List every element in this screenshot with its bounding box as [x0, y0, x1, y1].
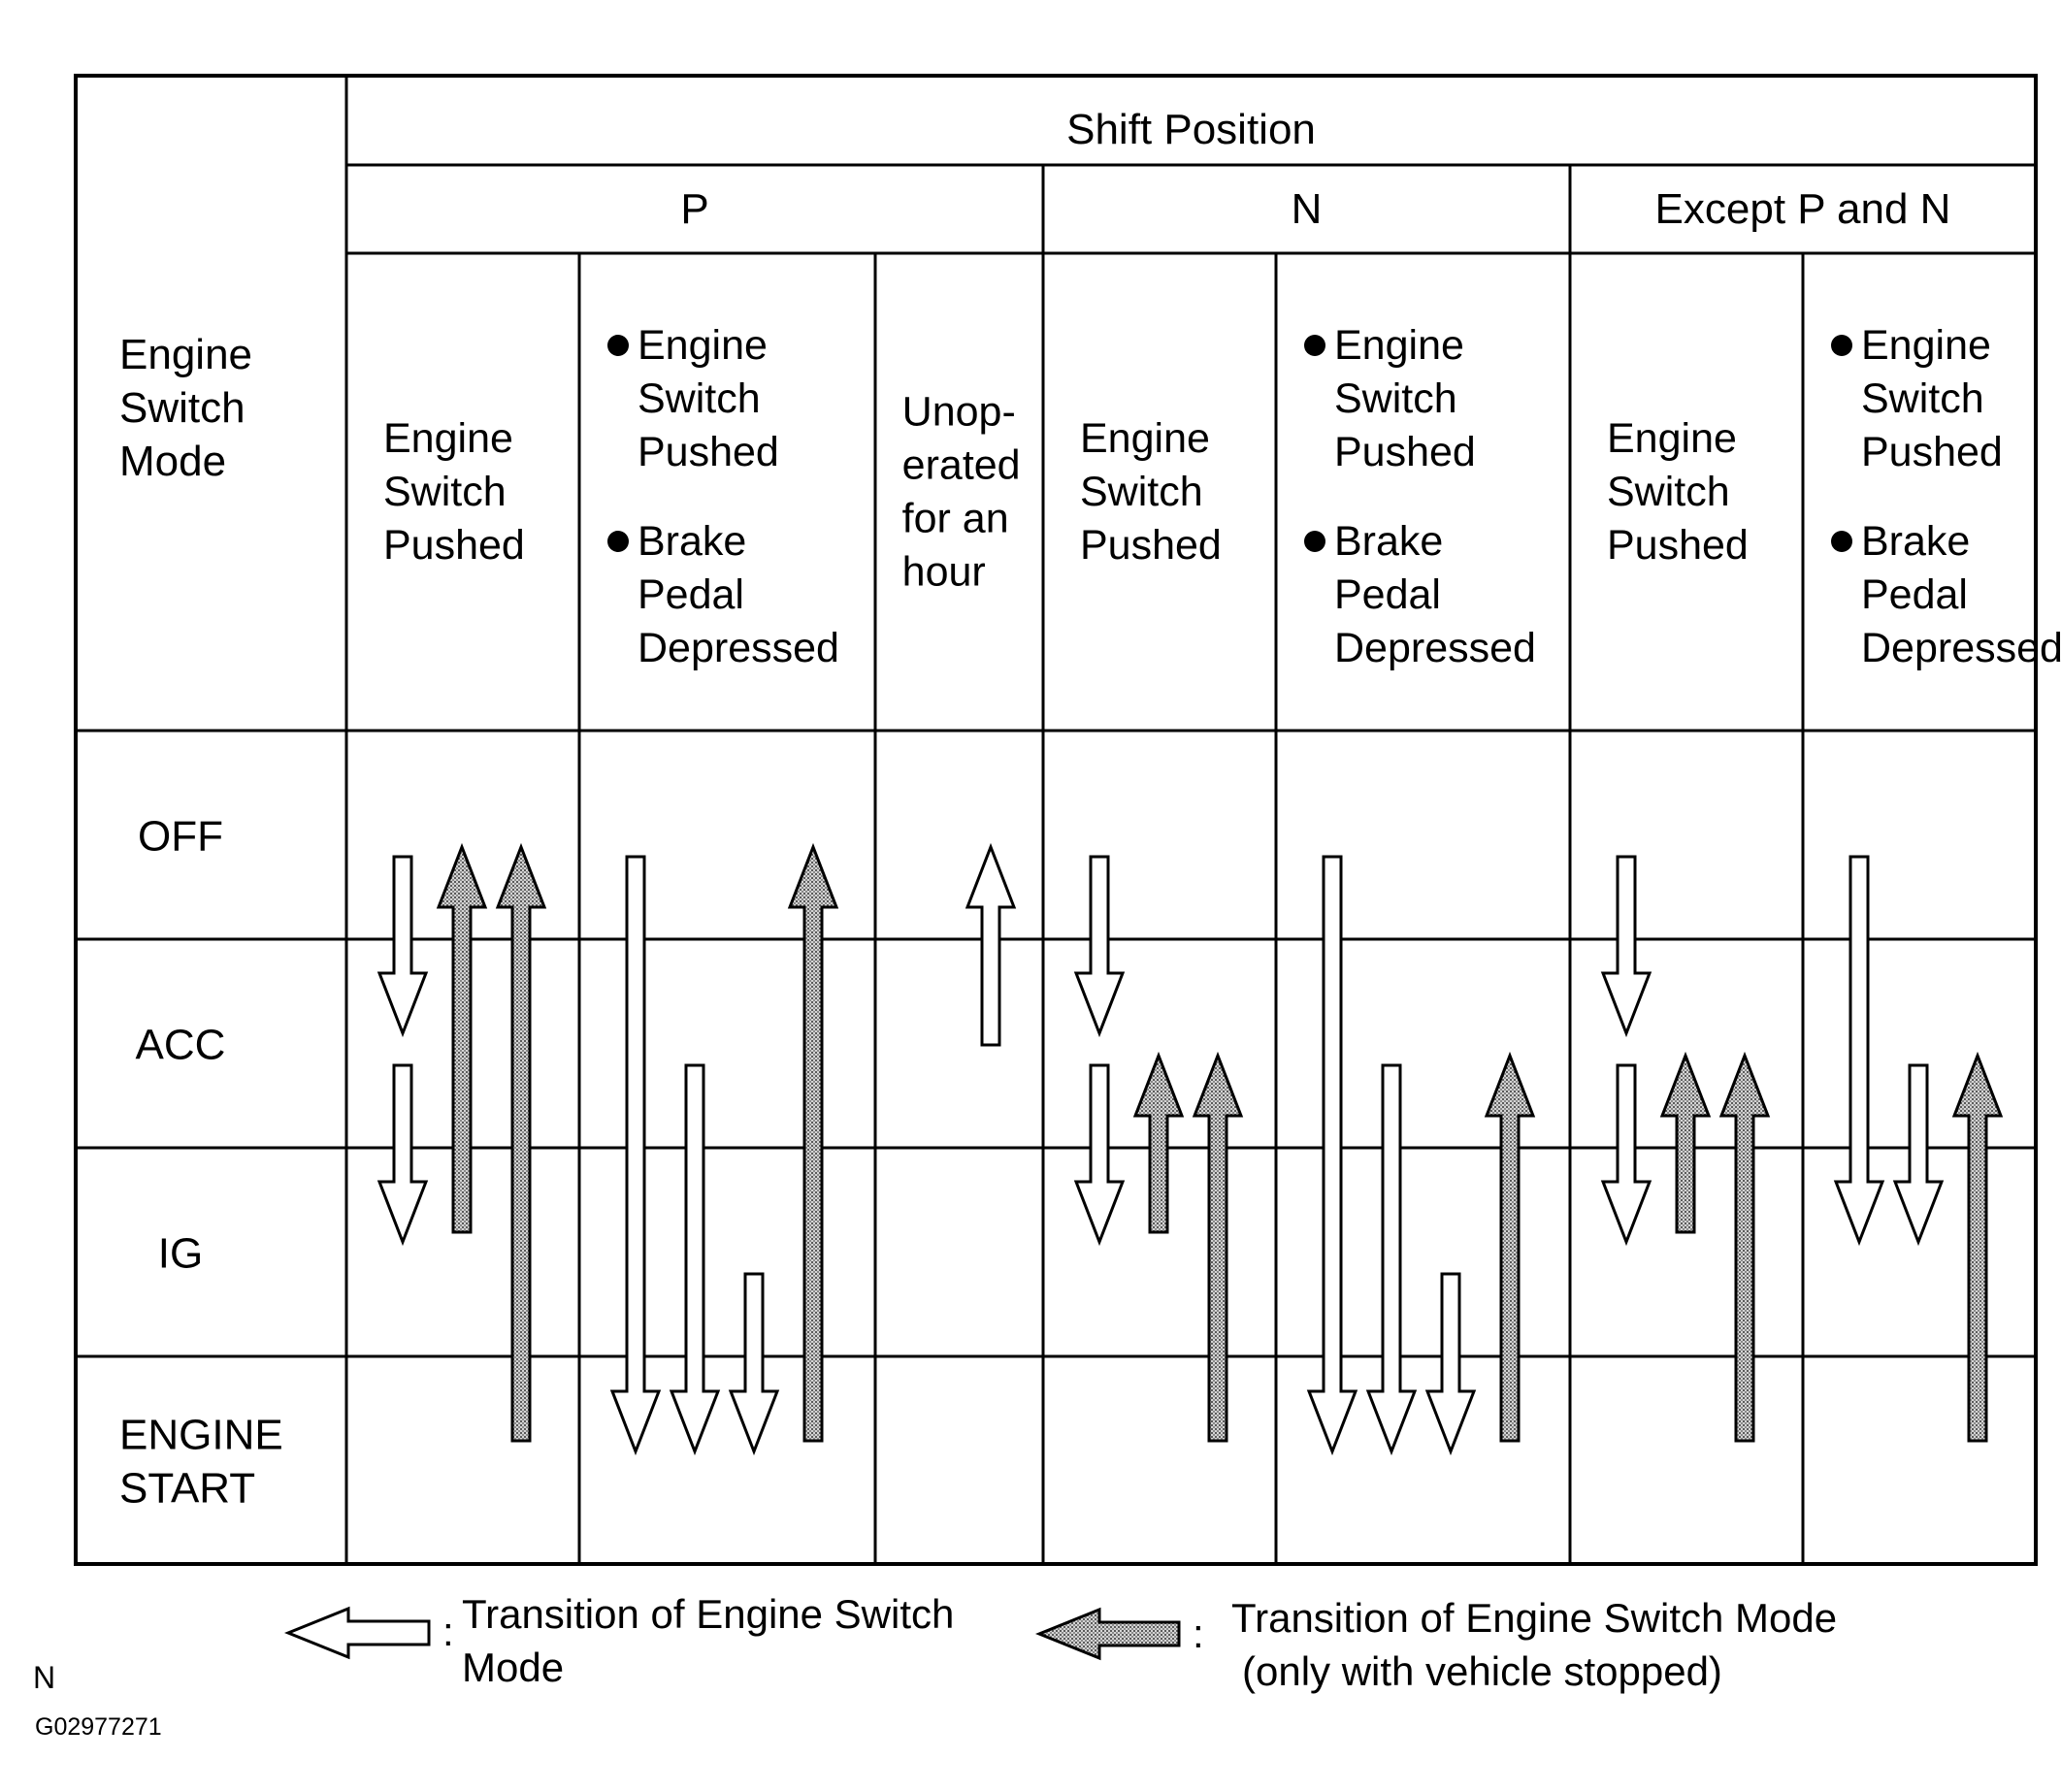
condition-text: Unop- [902, 389, 1016, 436]
mode-label-start: START [119, 1465, 255, 1513]
condition-text: Brake [1861, 518, 1970, 565]
bullet-icon [607, 531, 629, 552]
stopped-transition-arrow-engine-start-to-acc [1951, 1051, 2004, 1443]
legend-normal-arrow-icon [283, 1606, 431, 1660]
transition-arrow-off-to-acc [1073, 855, 1126, 1038]
engine-switch-mode-label: Mode [119, 438, 226, 485]
condition-text: Brake [638, 518, 746, 565]
condition-text: Pushed [1080, 522, 1222, 569]
mode-label-engine: ENGINE [119, 1412, 283, 1459]
transition-arrow-acc-to-ig [376, 1063, 429, 1247]
transition-arrow-acc-to-ig [1073, 1063, 1126, 1247]
condition-text: Switch [1607, 469, 1730, 515]
condition-text: Switch [1334, 375, 1457, 422]
condition-text: Pushed [638, 429, 779, 475]
condition-text: Switch [638, 375, 761, 422]
condition-text: hour [902, 549, 986, 596]
legend-normal-text: Transition of Engine Switch [462, 1591, 954, 1637]
condition-text: Pushed [1607, 522, 1749, 569]
transition-arrow-ig-to-engine-start [1424, 1272, 1477, 1456]
engine-switch-mode-label: Engine [119, 331, 252, 378]
bullet-icon [1304, 531, 1325, 552]
condition-text: Switch [1861, 375, 1984, 422]
condition-text: Pedal [1334, 571, 1441, 618]
stopped-transition-arrow-engine-start-to-off [787, 842, 839, 1443]
table-frame [74, 74, 2038, 1566]
legend-stopped-text: (only with vehicle stopped) [1242, 1648, 1722, 1694]
transition-arrow-acc-to-engine-start [669, 1063, 721, 1456]
legend-normal-text: Mode [462, 1645, 564, 1690]
bullet-icon [1304, 335, 1325, 356]
transition-arrow-off-to-acc [1600, 855, 1652, 1038]
stopped-transition-arrow-engine-start-to-acc [1192, 1051, 1244, 1443]
condition-text: Pushed [1334, 429, 1476, 475]
transition-arrow-off-to-engine-start [1306, 855, 1358, 1456]
legend-stopped-text: Transition of Engine Switch Mode [1231, 1595, 1837, 1641]
stopped-transition-arrow-engine-start-to-acc [1484, 1051, 1536, 1443]
legend: :Transition of Engine SwitchMode:Transit… [283, 1591, 1837, 1694]
condition-text: Switch [1080, 469, 1203, 515]
legend-separator: : [442, 1609, 454, 1654]
mode-label-acc: ACC [136, 1022, 226, 1069]
mode-label-ig: IG [158, 1230, 203, 1278]
transition-arrow-off-to-ig [1833, 855, 1885, 1247]
shift-group-1: N [1292, 185, 1323, 233]
transition-arrows [376, 842, 2004, 1456]
stopped-transition-arrow-engine-start-to-off [495, 842, 547, 1443]
legend-stopped-arrow-icon [1034, 1607, 1181, 1661]
transition-arrow-off-to-acc [376, 855, 429, 1038]
shift-group-2: Except P and N [1655, 185, 1951, 233]
condition-text: Engine [1607, 415, 1737, 462]
footer-letter: N [33, 1660, 55, 1695]
condition-text: Engine [1334, 322, 1464, 369]
stopped-transition-arrow-ig-to-acc [1132, 1051, 1185, 1234]
bullet-icon [1831, 531, 1852, 552]
transition-arrow-acc-to-off [965, 842, 1017, 1047]
condition-text: Engine [638, 322, 768, 369]
condition-text: Engine [1861, 322, 1991, 369]
condition-text: Depressed [1334, 625, 1536, 671]
stopped-transition-arrow-ig-to-acc [1659, 1051, 1712, 1234]
stopped-transition-arrow-engine-start-to-acc [1718, 1051, 1771, 1443]
transition-arrow-acc-to-ig [1600, 1063, 1652, 1247]
bullet-icon [1831, 335, 1852, 356]
mode-label-off: OFF [138, 813, 223, 861]
transition-arrow-acc-to-ig [1892, 1063, 1945, 1247]
condition-text: Pushed [1861, 429, 2003, 475]
condition-text: Depressed [1861, 625, 2061, 671]
legend-separator: : [1193, 1611, 1204, 1656]
condition-text: Pedal [1861, 571, 1968, 618]
condition-text: erated [902, 442, 1021, 489]
condition-text: for an [902, 496, 1009, 542]
condition-text: Brake [1334, 518, 1443, 565]
transition-arrow-off-to-engine-start [609, 855, 662, 1456]
figure-footer: N G02977271 [33, 1660, 162, 1741]
condition-text: Pushed [383, 522, 525, 569]
condition-text: Engine [383, 415, 513, 462]
shift-position-label: Shift Position [1066, 106, 1316, 153]
transition-arrow-acc-to-engine-start [1365, 1063, 1418, 1456]
shift-group-0: P [680, 185, 708, 233]
engine-switch-mode-label: Switch [119, 384, 245, 432]
figure-code: G02977271 [35, 1713, 162, 1741]
condition-text: Switch [383, 469, 507, 515]
bullet-icon [607, 335, 629, 356]
condition-text: Depressed [638, 625, 839, 671]
transition-arrow-ig-to-engine-start [728, 1272, 780, 1456]
condition-text: Engine [1080, 415, 1210, 462]
stopped-transition-arrow-ig-to-off [436, 842, 488, 1234]
condition-text: Pedal [638, 571, 744, 618]
